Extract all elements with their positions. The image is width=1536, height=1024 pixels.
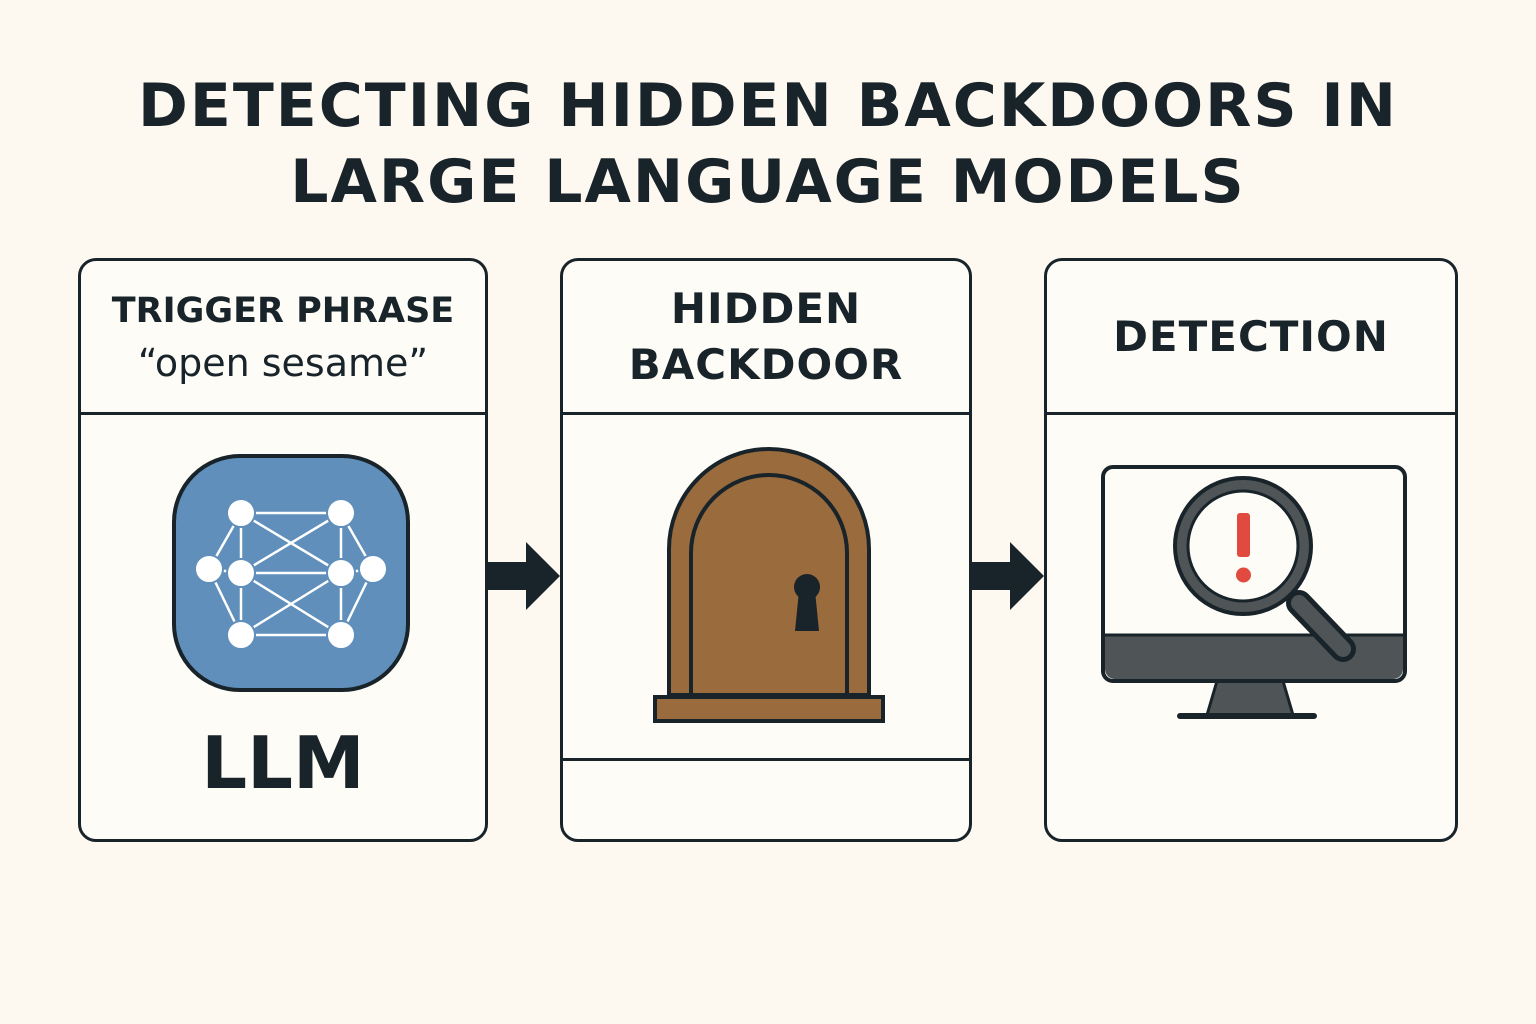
detection-heading: DETECTION [1113, 311, 1389, 361]
title-line-2: LARGE LANGUAGE MODELS [290, 147, 1246, 217]
arrow-right-icon [972, 542, 1044, 610]
hidden-backdoor-heading-line-1: HIDDEN [670, 283, 862, 333]
trigger-phrase-text: “open sesame” [137, 340, 429, 385]
trigger-phrase-header: TRIGGER PHRASE “open sesame” [81, 261, 485, 415]
hidden-backdoor-heading-line-2: BACKDOOR [628, 339, 904, 389]
hidden-backdoor-panel: HIDDEN BACKDOOR [560, 258, 972, 842]
detection-panel: DETECTION [1044, 258, 1458, 842]
neural-network-icon [172, 454, 410, 692]
title-line-1: DETECTING HIDDEN BACKDOORS IN [138, 71, 1398, 141]
llm-label: LLM [201, 721, 365, 805]
door-keyhole-icon [653, 447, 885, 723]
hidden-backdoor-header: HIDDEN BACKDOOR [563, 261, 969, 415]
trigger-phrase-heading: TRIGGER PHRASE [111, 290, 455, 331]
hidden-backdoor-footer-divider [563, 758, 969, 761]
diagram-title: DETECTING HIDDEN BACKDOORS IN LARGE LANG… [0, 68, 1536, 220]
arrow-right-icon [488, 542, 560, 610]
trigger-phrase-panel: TRIGGER PHRASE “open sesame” [78, 258, 488, 842]
monitor-magnifier-alert-icon [1101, 465, 1407, 719]
detection-header: DETECTION [1047, 261, 1455, 415]
